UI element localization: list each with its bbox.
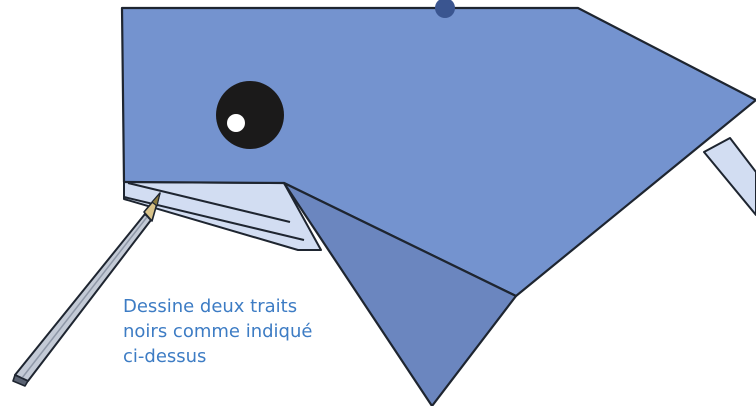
instruction-line-2: noirs comme indiqué — [123, 319, 353, 344]
eye-highlight — [227, 114, 245, 132]
tail-fold-strip — [704, 138, 756, 215]
eye — [216, 81, 284, 149]
instruction-line-3: ci-dessus — [123, 344, 353, 369]
whale-body — [122, 8, 756, 296]
instruction-line-1: Dessine deux traits — [123, 294, 353, 319]
instruction-text: Dessine deux traits noirs comme indiqué … — [123, 294, 353, 369]
